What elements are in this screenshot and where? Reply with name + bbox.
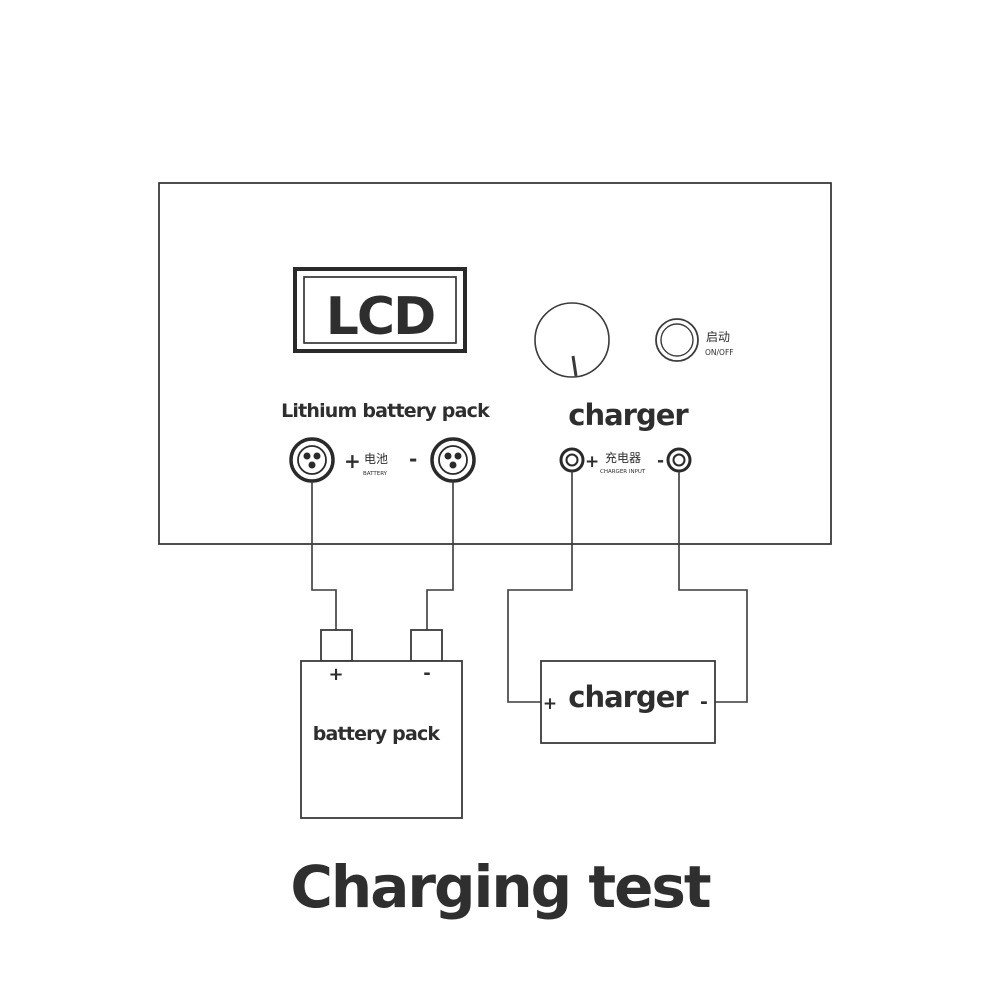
battery-plus-connector[interactable] bbox=[289, 437, 335, 483]
charger-section-label: charger bbox=[568, 398, 689, 432]
lcd-label: LCD bbox=[326, 287, 434, 347]
battery-section-label: Lithium battery pack bbox=[281, 400, 490, 422]
charger-unit-minus-sign: - bbox=[700, 691, 708, 713]
charger-port-label-cn: 充电器 bbox=[605, 450, 641, 465]
lcd-display-outer bbox=[293, 267, 467, 353]
battery-port-plus-sign: + bbox=[344, 449, 361, 473]
battery-minus-wire bbox=[426, 481, 454, 630]
charger-unit-plus-sign: + bbox=[543, 694, 557, 714]
battery-plus-terminal bbox=[320, 629, 353, 662]
switch-label-en: ON/OFF bbox=[705, 348, 734, 357]
charger-port-minus-sign: - bbox=[657, 451, 664, 471]
charger-minus-wire bbox=[678, 471, 748, 703]
battery-plus-wire bbox=[311, 481, 337, 630]
charger-port-plus-sign: + bbox=[585, 452, 599, 472]
switch-label-cn: 启动 bbox=[706, 330, 730, 344]
charger-plus-wire bbox=[507, 471, 573, 703]
lcd-display-inner bbox=[303, 276, 457, 344]
battery-pack-label: battery pack bbox=[313, 723, 441, 745]
charger-unit bbox=[540, 660, 716, 744]
battery-port-minus-sign: - bbox=[409, 447, 417, 471]
charger-minus-terminal[interactable] bbox=[666, 447, 692, 473]
charger-plus-terminal[interactable] bbox=[559, 447, 585, 473]
battery-pack bbox=[300, 660, 463, 819]
knob-indicator bbox=[571, 355, 578, 377]
battery-minus-terminal bbox=[410, 629, 443, 662]
battery-port-label-en: BATTERY bbox=[363, 471, 388, 477]
adjust-knob[interactable] bbox=[534, 302, 610, 378]
tester-panel bbox=[158, 182, 832, 545]
battery-port-label-cn: 电池 bbox=[364, 452, 388, 466]
battery-pack-minus-sign: - bbox=[423, 663, 430, 684]
battery-pack-plus-sign: + bbox=[328, 664, 343, 685]
on-off-switch-inner bbox=[660, 323, 694, 357]
diagram-caption: Charging test bbox=[290, 853, 711, 921]
charger-port-label-en: CHARGER INPUT bbox=[600, 469, 646, 475]
battery-minus-connector[interactable] bbox=[430, 437, 476, 483]
on-off-switch[interactable] bbox=[655, 318, 699, 362]
charger-unit-label: charger bbox=[568, 680, 689, 714]
